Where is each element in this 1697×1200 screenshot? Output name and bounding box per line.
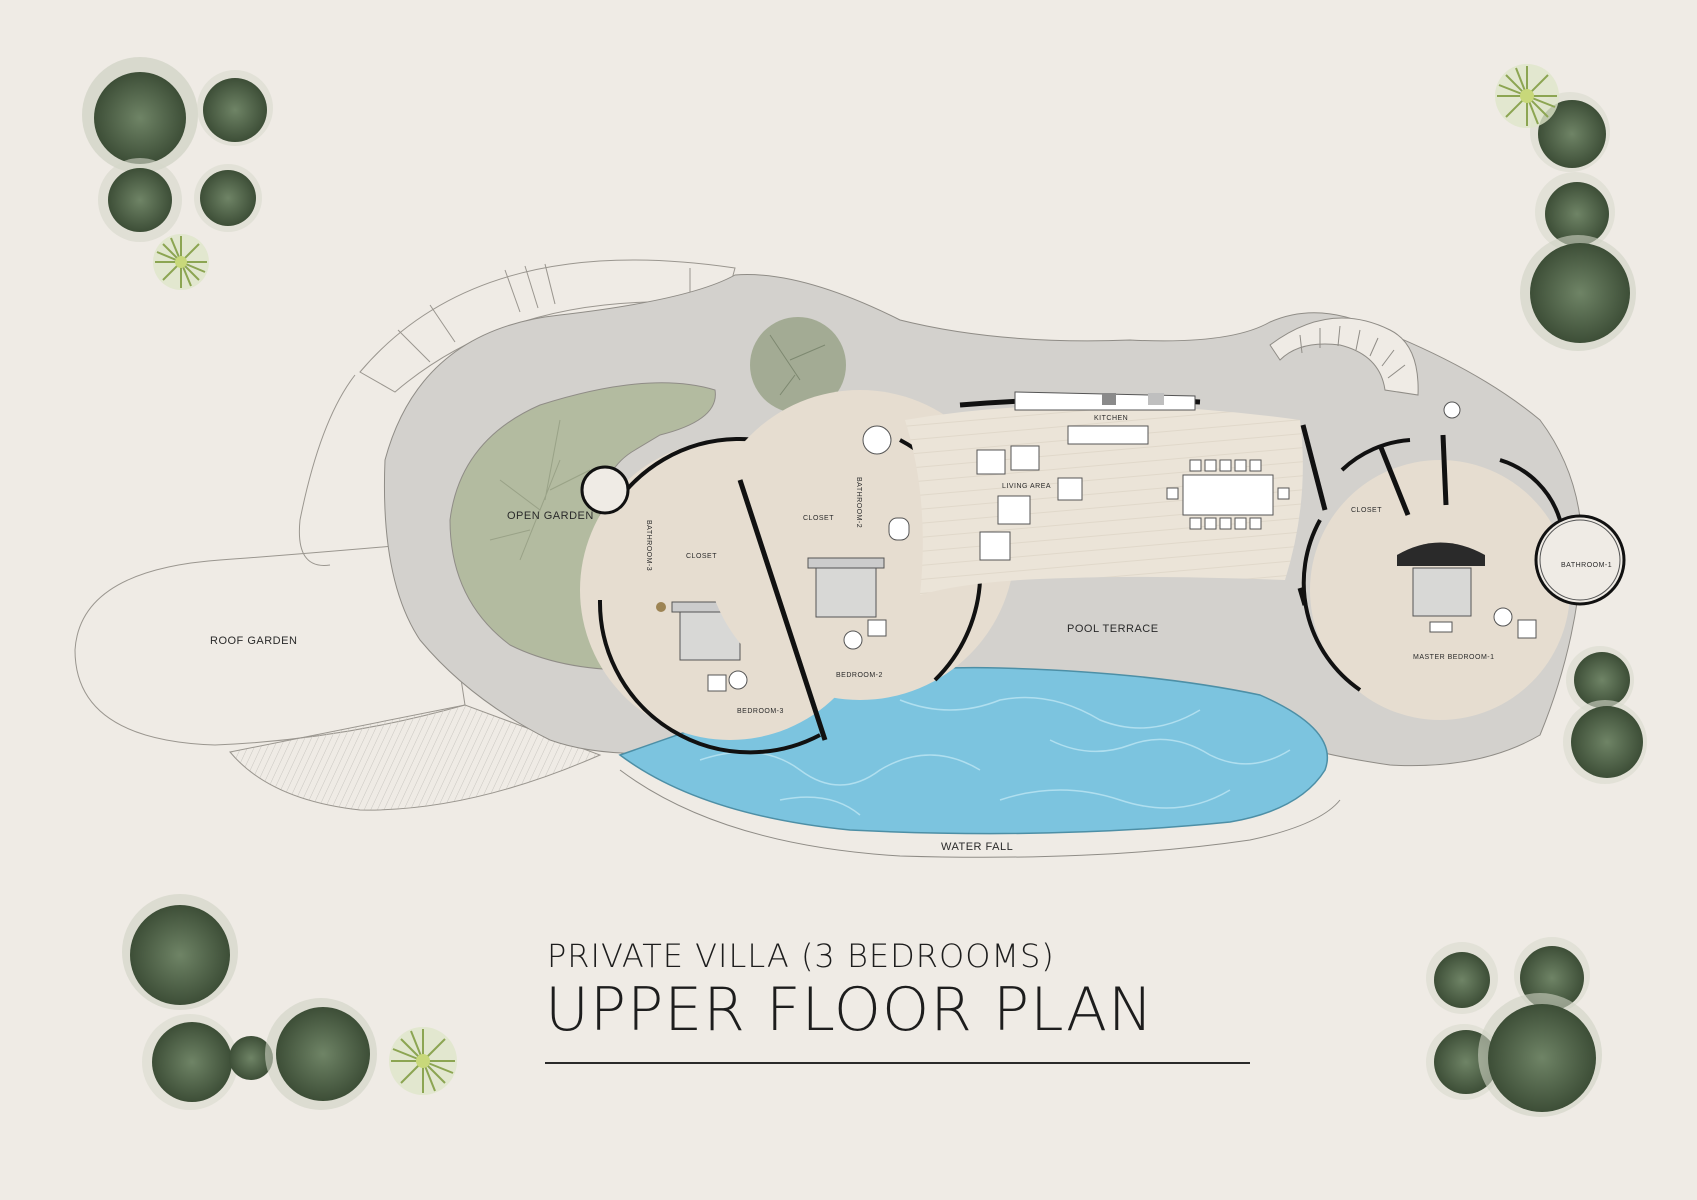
- pool-caustics: [699, 696, 1291, 816]
- tree-group-top-right: [1520, 92, 1636, 351]
- label-open-garden: OPEN GARDEN: [507, 510, 594, 522]
- tree-group-bottom-right: [1426, 937, 1602, 1117]
- plan-subtitle: PRIVATE VILLA (3 BEDROOMS): [547, 937, 1055, 975]
- living-furniture: [976, 445, 1083, 561]
- master-bedroom-block: [1301, 401, 1570, 720]
- label-bathroom-1: BATHROOM-1: [1561, 562, 1612, 569]
- tree-group-top-left: [82, 57, 273, 242]
- stair-top-right: [1269, 317, 1419, 396]
- label-closet-3: CLOSET: [686, 553, 717, 560]
- palm-top-right: [1495, 64, 1559, 128]
- open-garden-tree-sketch: [489, 419, 591, 561]
- tree-group-bottom-left: [122, 894, 377, 1110]
- label-closet-1: CLOSET: [1351, 507, 1382, 514]
- label-closet-2: CLOSET: [803, 515, 834, 522]
- palm-bottom-left: [389, 1027, 457, 1095]
- plan-title: UPPER FLOOR PLAN: [545, 975, 1154, 1045]
- label-pool-terrace: POOL TERRACE: [1067, 623, 1159, 635]
- water-fall-edge: [619, 769, 1341, 858]
- title-block: PRIVATE VILLA (3 BEDROOMS) UPPER FLOOR P…: [545, 940, 1250, 1064]
- label-bathroom-2: BATHROOM-2: [855, 477, 862, 528]
- label-water-fall: WATER FALL: [941, 841, 1013, 853]
- tree-group-right: [1563, 646, 1647, 784]
- label-master-bedroom-1: MASTER BEDROOM-1: [1413, 654, 1495, 661]
- label-living-area: LIVING AREA: [1002, 483, 1051, 490]
- outer-boundary-arc: [298, 374, 356, 566]
- label-bedroom-3: BEDROOM-3: [737, 708, 784, 715]
- kitchen-island: [1067, 425, 1149, 445]
- label-roof-garden: ROOF GARDEN: [210, 635, 297, 647]
- label-bedroom-2: BEDROOM-2: [836, 672, 883, 679]
- roof-garden-area: [74, 541, 466, 746]
- dining-table: [1166, 459, 1290, 530]
- title-underline: [545, 1062, 1250, 1064]
- palm-top-left: [153, 234, 209, 290]
- ramp-hatched: [229, 704, 602, 811]
- label-bathroom-3: BATHROOM-3: [645, 520, 652, 571]
- label-kitchen: KITCHEN: [1094, 415, 1128, 422]
